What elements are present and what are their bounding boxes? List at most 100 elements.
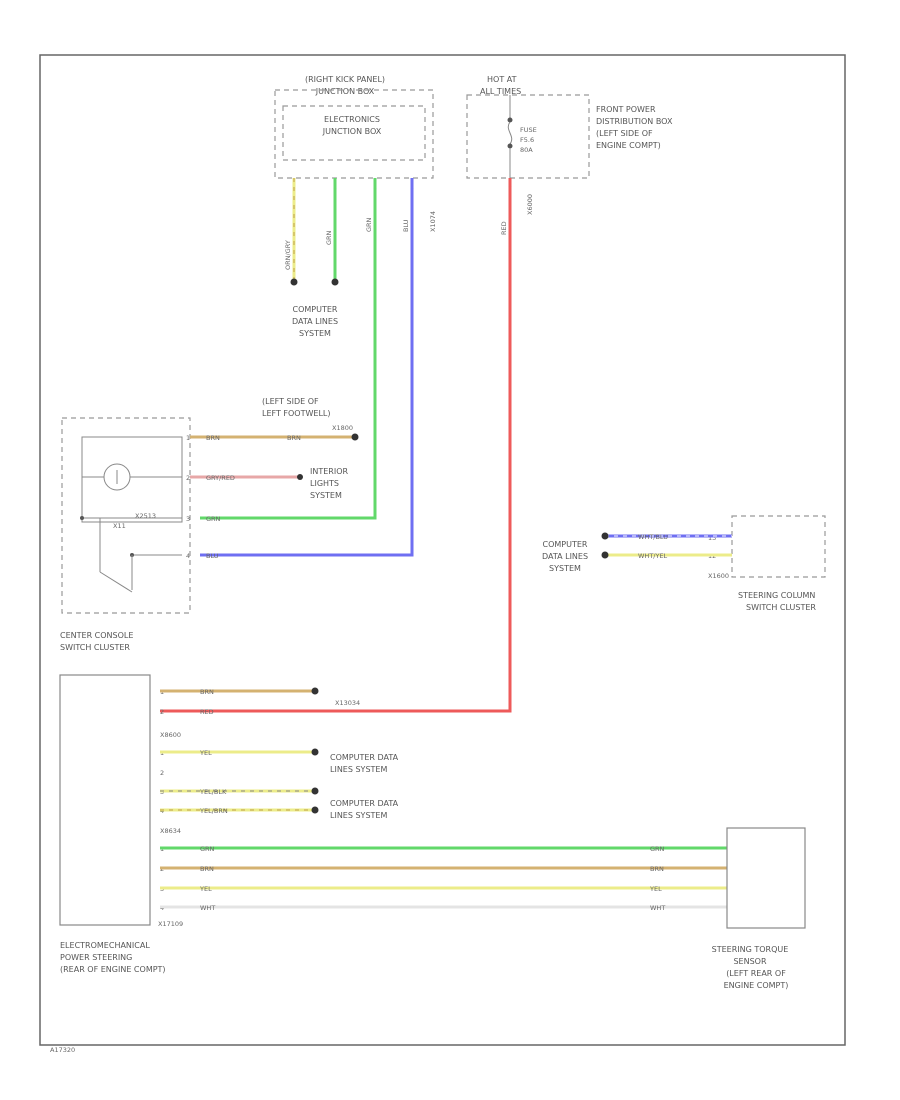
svg-text:BRN: BRN <box>650 865 664 873</box>
svg-text:SYSTEM: SYSTEM <box>549 564 581 573</box>
console-name-line1: CENTER CONSOLE <box>60 631 133 640</box>
eps-box <box>59 674 151 926</box>
fuse-desc-line2: DISTRIBUTION BOX <box>596 117 673 126</box>
fuse-label-line1: FUSE <box>520 126 537 134</box>
svg-text:4: 4 <box>186 552 190 560</box>
svg-text:YEL/BRN: YEL/BRN <box>199 807 228 815</box>
torque-sensor-box <box>726 827 806 929</box>
console-wire4-label: BLU <box>206 552 219 560</box>
ejb-outer-box <box>274 89 434 179</box>
computer-data-lines-eps-2: COMPUTER DATA LINES SYSTEM <box>330 799 399 820</box>
eps-ground-point <box>311 687 319 695</box>
ejb-inner-box <box>282 105 426 161</box>
svg-text:STEERING TORQUE: STEERING TORQUE <box>712 945 789 954</box>
svg-text:LINES SYSTEM: LINES SYSTEM <box>330 765 387 774</box>
electromechanical-power-steering: ELECTROMECHANICAL POWER STEERING (REAR O… <box>59 674 183 974</box>
ejb-wire2-end <box>331 278 339 286</box>
computer-data-lines-eps-1: COMPUTER DATA LINES SYSTEM <box>330 753 399 774</box>
svg-text:X1800: X1800 <box>332 424 353 432</box>
svg-text:COMPUTER DATA: COMPUTER DATA <box>330 799 399 808</box>
svg-text:LIGHTS: LIGHTS <box>310 479 339 488</box>
ejb-wire2-label: GRN <box>325 230 333 245</box>
console-switch-icon <box>99 571 133 593</box>
front-power-distribution-box: HOT AT ALL TIMES FUSE F5.6 80A FRONT POW… <box>466 75 673 192</box>
svg-text:RED: RED <box>200 708 214 716</box>
console-inner-label: X11 <box>113 522 126 530</box>
eps-bottom-id: X17109 <box>158 920 183 928</box>
ejb-header-line1: (RIGHT KICK PANEL) <box>305 75 385 84</box>
svg-text:SWITCH CLUSTER: SWITCH CLUSTER <box>746 603 816 612</box>
svg-text:WHT/BLU: WHT/BLU <box>638 533 668 541</box>
console-wire3-label: GRN <box>206 515 221 523</box>
fuse-desc-line1: FRONT POWER <box>596 105 656 114</box>
svg-text:YEL: YEL <box>199 749 212 757</box>
svg-text:3: 3 <box>186 515 190 523</box>
svg-text:2: 2 <box>186 474 190 482</box>
svg-text:(LEFT SIDE OF: (LEFT SIDE OF <box>262 397 319 406</box>
fuse-label-line2: F5.6 <box>520 136 534 144</box>
fuse-label-line3: 80A <box>520 146 533 154</box>
ejb-wire1-label: ORN/GRY <box>284 240 292 270</box>
steering-torque-sensor: STEERING TORQUE SENSOR (LEFT REAR OF ENG… <box>712 827 806 990</box>
svg-text:WHT: WHT <box>650 904 665 912</box>
wire-grn-ejb-console <box>200 178 377 520</box>
svg-text:COMPUTER DATA: COMPUTER DATA <box>330 753 399 762</box>
ejb-title-line2: JUNCTION BOX <box>322 127 382 136</box>
fuse-wire-label: RED <box>500 221 508 235</box>
svg-text:2: 2 <box>160 769 164 777</box>
svg-text:BRN: BRN <box>200 865 214 873</box>
eps-connector2: X8600 <box>160 731 181 739</box>
svg-text:WHT: WHT <box>200 904 215 912</box>
console-wire1-label: BRN <box>206 434 220 442</box>
console-wire1-right-label: BRN <box>287 434 301 442</box>
svg-text:YEL: YEL <box>649 885 662 893</box>
svg-text:SYSTEM: SYSTEM <box>299 329 331 338</box>
diagram-footer-id: A17320 <box>50 1046 75 1054</box>
fuse-symbol <box>507 121 513 145</box>
console-name-line2: SWITCH CLUSTER <box>60 643 130 652</box>
svg-text:BRN: BRN <box>200 688 214 696</box>
console-outline <box>61 417 191 614</box>
svg-text:GRN: GRN <box>650 845 665 853</box>
steering-column-connector: X1600 <box>708 572 729 580</box>
svg-text:GRN: GRN <box>200 845 215 853</box>
svg-text:(REAR OF ENGINE COMPT): (REAR OF ENGINE COMPT) <box>60 965 166 974</box>
svg-text:SYSTEM: SYSTEM <box>310 491 342 500</box>
ejb-side-label: X1074 <box>429 211 437 232</box>
electronics-junction-box: (RIGHT KICK PANEL) JUNCTION BOX ELECTRON… <box>274 75 434 194</box>
ejb-header-line2: JUNCTION BOX <box>315 87 375 96</box>
wire-red-fuse-eps <box>160 178 512 713</box>
eps-ground-id: X13034 <box>335 699 360 707</box>
computer-data-lines-steering: COMPUTER DATA LINES SYSTEM <box>542 540 588 573</box>
svg-text:LEFT FOOTWELL): LEFT FOOTWELL) <box>262 409 330 418</box>
svg-text:POWER STEERING: POWER STEERING <box>60 953 132 962</box>
svg-text:13: 13 <box>708 534 716 542</box>
fuse-header-line1: HOT AT <box>487 75 517 84</box>
eps-connector3: X8634 <box>160 827 181 835</box>
svg-text:WHT/YEL: WHT/YEL <box>638 552 668 560</box>
computer-data-lines-top: COMPUTER DATA LINES SYSTEM <box>292 305 338 338</box>
svg-text:SENSOR: SENSOR <box>733 957 766 966</box>
svg-text:COMPUTER: COMPUTER <box>543 540 588 549</box>
ejb-wire3-label: GRN <box>365 217 373 232</box>
fuse-desc-line3: (LEFT SIDE OF <box>596 129 653 138</box>
fuse-box-outline <box>466 94 590 179</box>
svg-text:ELECTROMECHANICAL: ELECTROMECHANICAL <box>60 941 150 950</box>
wire-blu-ejb-console <box>200 178 414 557</box>
ejb-wire4-label: BLU <box>402 219 410 232</box>
svg-text:ENGINE COMPT): ENGINE COMPT) <box>724 981 789 990</box>
ground-point-1 <box>351 433 359 441</box>
ejb-wire1-end <box>290 278 298 286</box>
svg-text:LINES SYSTEM: LINES SYSTEM <box>330 811 387 820</box>
svg-text:INTERIOR: INTERIOR <box>310 467 349 476</box>
interior-lights-system: INTERIOR LIGHTS SYSTEM <box>310 467 349 500</box>
svg-text:STEERING COLUMN: STEERING COLUMN <box>738 591 815 600</box>
console-connector-label: X2513 <box>135 512 156 520</box>
svg-text:DATA LINES: DATA LINES <box>542 552 588 561</box>
diagram-border <box>39 54 846 1046</box>
ground-left-footwell: (LEFT SIDE OF LEFT FOOTWELL) X1800 <box>262 397 353 432</box>
ejb-title-line1: ELECTRONICS <box>324 115 380 124</box>
svg-text:1: 1 <box>186 434 190 442</box>
console-wire2-label: GRY/RED <box>206 474 235 482</box>
